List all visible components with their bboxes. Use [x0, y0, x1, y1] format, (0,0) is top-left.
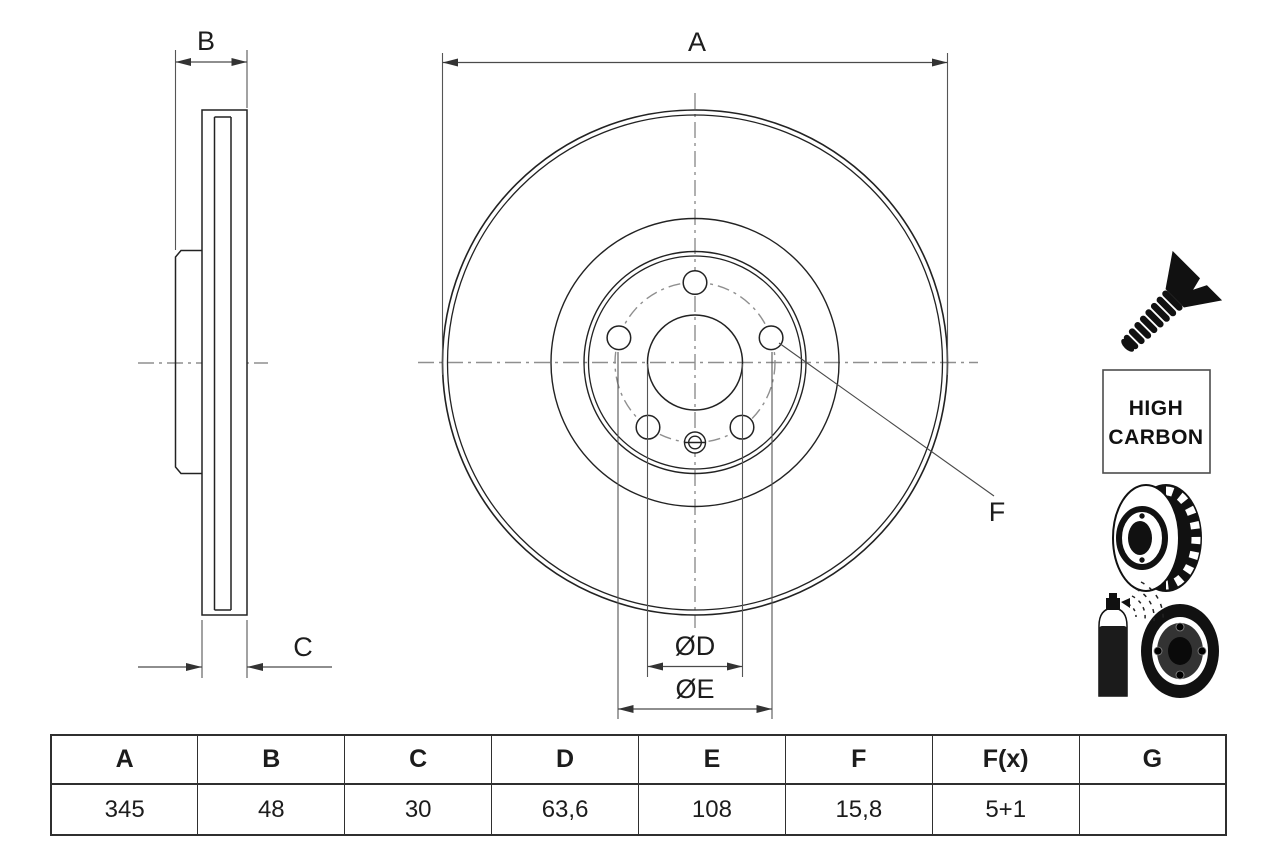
spec-header-a: A — [50, 734, 199, 785]
spec-value-c: 30 — [344, 783, 493, 836]
arrowhead — [442, 58, 458, 67]
countersunk-screw-icon — [1121, 250, 1223, 352]
center-bore-circle — [646, 314, 744, 411]
high-carbon-line2: CARBON — [1108, 426, 1203, 449]
dimension-label-b: B — [197, 26, 215, 56]
spec-value-f: 15,8 — [784, 783, 933, 836]
front-view: A ØD ØE F — [418, 27, 1005, 719]
outer-chamfer-circle — [446, 114, 944, 611]
spray-coated-disc-icon — [1098, 581, 1219, 698]
side-view-profile — [201, 109, 248, 616]
dimension-label-d: ØD — [675, 631, 716, 661]
vented-brake-disc-icon — [1112, 484, 1202, 592]
arrowhead — [618, 705, 634, 713]
spec-header-e: E — [638, 734, 786, 785]
arrowhead — [932, 58, 948, 67]
icon-column: HIGH CARBON — [1098, 250, 1223, 698]
spec-header-fx: F(x) — [931, 734, 1080, 785]
dimension-A: A — [441, 27, 949, 375]
hub-chamfer-circle — [587, 255, 803, 470]
dimension-E: ØE — [617, 352, 773, 719]
side-view: B C — [138, 26, 332, 678]
spec-value-g — [1078, 783, 1227, 836]
spec-table: A B C D E F F(x) G 345 48 30 63,6 108 15… — [50, 734, 1227, 836]
dimension-F-leader: F — [778, 342, 1006, 527]
spec-value-a: 345 — [50, 783, 199, 836]
bolt-holes — [606, 269, 784, 440]
arrowhead — [247, 663, 263, 671]
side-view-hub-hat — [174, 249, 202, 475]
dimension-label-e: ØE — [675, 674, 714, 704]
spec-value-b: 48 — [197, 783, 346, 836]
spec-header-g: G — [1078, 734, 1227, 785]
high-carbon-badge: HIGH CARBON — [1102, 369, 1211, 474]
spec-header-f: F — [784, 734, 933, 785]
technical-drawing: B C — [138, 26, 1223, 719]
dimension-label-a: A — [688, 27, 706, 57]
spec-value-fx: 5+1 — [931, 783, 1080, 836]
set-screw-hole — [683, 431, 707, 454]
spec-header-c: C — [344, 734, 493, 785]
spec-value-e: 108 — [638, 783, 786, 836]
bolt-hole — [682, 269, 708, 296]
dimension-C: C — [138, 620, 332, 678]
dimension-D: ØD — [646, 364, 744, 677]
spec-header-b: B — [197, 734, 346, 785]
bolt-hole — [606, 325, 632, 351]
spec-table-value-row: 345 48 30 63,6 108 15,8 5+1 — [50, 783, 1227, 836]
friction-ring-inner-circle — [550, 217, 840, 508]
dimension-B: B — [174, 26, 248, 250]
arrowhead — [727, 662, 743, 671]
arrowhead — [175, 58, 191, 66]
arrowhead — [647, 662, 663, 671]
spec-value-d: 63,6 — [491, 783, 639, 836]
arrowhead — [756, 705, 772, 713]
bolt-hole — [758, 325, 784, 351]
arrowhead — [186, 663, 202, 671]
dimension-label-f: F — [989, 497, 1006, 527]
spec-header-d: D — [491, 734, 639, 785]
high-carbon-line1: HIGH — [1129, 397, 1184, 420]
dimension-label-c: C — [293, 632, 313, 662]
spec-table-header-row: A B C D E F F(x) G — [50, 734, 1227, 785]
arrowhead — [231, 58, 247, 66]
